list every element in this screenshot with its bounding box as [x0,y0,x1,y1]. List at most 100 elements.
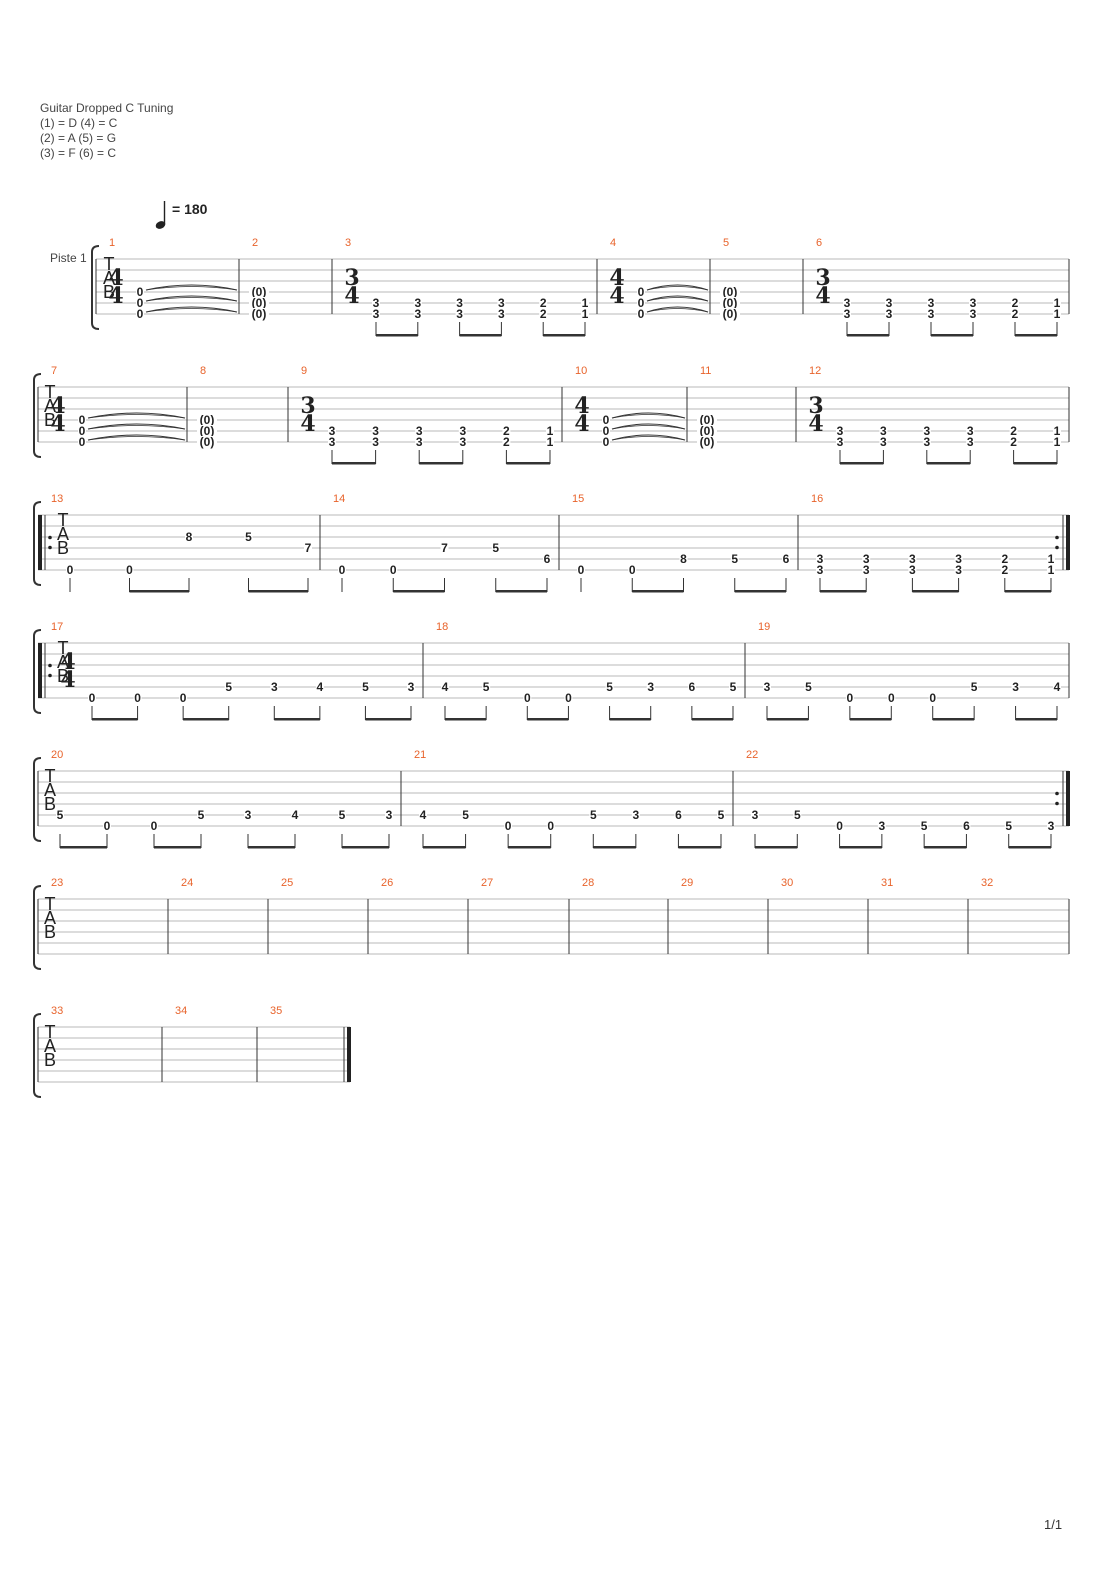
time-signature-numerator: 4 [574,393,589,419]
time-signature-denominator: 4 [344,283,359,309]
tempo-marking: = 180 [154,198,234,232]
fret-number: 1 [1054,307,1061,321]
fret-number: 3 [967,424,974,438]
fret-number: 3 [880,435,887,449]
fret-mask [372,297,380,309]
fret-number: 3 [764,680,771,694]
time-signature-denominator: 4 [609,283,624,309]
fret-mask [372,308,380,320]
tie-arc [145,306,238,313]
measure-number: 21 [414,749,426,761]
measure: 26 [381,877,393,889]
fret-mask [88,692,96,704]
tie-arc [145,297,238,302]
tie-arc [611,434,686,441]
beam [1004,590,1051,593]
fret-number: 6 [689,680,696,694]
fret-number: 0 [67,563,74,577]
tie-arc [145,286,238,291]
fret-mask [697,425,717,437]
measure-number: 3 [345,237,351,249]
fret-mask [455,297,464,309]
fret-mask [136,297,144,309]
fret-mask [928,692,937,704]
fret-number: 0 [578,563,585,577]
fret-number: (0) [723,285,738,299]
fret-mask [244,809,252,821]
fret-mask [637,286,645,298]
tuning-line-2: (2) = A (5) = G [40,131,117,145]
fret-mask [328,436,336,448]
beam [445,718,487,721]
beam [527,718,569,721]
fret-mask [1009,436,1018,448]
fret-number: 5 [718,808,725,822]
tab-clef-letter: B [44,922,56,942]
quarter-note-icon [155,201,166,229]
fret-number: 7 [305,541,312,555]
fret-number: 3 [923,435,930,449]
fret-number: 3 [456,296,463,310]
measure-number: 33 [51,1005,63,1017]
fret-number: (0) [252,296,267,310]
fret-mask [371,436,380,448]
measure-number: 25 [281,877,293,889]
tie-arc [646,306,709,313]
fret-number: 0 [524,691,531,705]
fret-mask [523,692,532,704]
fret-number: (0) [700,424,715,438]
measure-number: 19 [758,621,770,633]
measure: 2(0)(0)(0) [249,237,269,321]
measure-number: 22 [746,749,758,761]
fret-mask [543,553,551,565]
beam [419,462,463,465]
fret-number: 1 [1048,563,1055,577]
fret-number: 0 [339,563,346,577]
beam [1008,846,1051,849]
fret-mask [908,564,917,576]
fret-number: 3 [459,435,466,449]
time-signature-denominator: 4 [574,411,589,437]
measure-number: 23 [51,877,63,889]
time-signature-numerator: 3 [344,265,359,291]
fret-number: 3 [837,435,844,449]
fret-mask [461,809,470,821]
fret-mask [966,436,975,448]
tab-clef-letter: A [44,396,56,416]
fret-mask [133,692,142,704]
fret-number: 3 [386,808,393,822]
staff-bracket [33,885,42,970]
fret-number: 0 [89,691,96,705]
time-signature-numerator: 4 [108,265,123,291]
fret-mask [385,809,393,821]
measure: 33 [51,1005,63,1017]
fret-mask [491,542,500,554]
fret-mask [291,809,299,821]
beam [543,334,585,337]
fret-number: 5 [225,680,232,694]
fret-number: 0 [638,307,645,321]
fret-number: 5 [971,680,978,694]
time-signature-numerator: 3 [808,393,823,419]
fret-mask [730,553,739,565]
staff-bracket [33,1013,42,1098]
fret-number: (0) [200,435,215,449]
fret-mask [720,308,740,320]
beam [849,718,892,721]
fret-mask [954,564,963,576]
fret-number: 3 [416,424,423,438]
tie-arc [611,423,686,430]
fret-mask [1011,308,1019,320]
fret-mask [835,820,844,832]
fret-number: 1 [582,296,589,310]
fret-number: (0) [700,435,715,449]
fret-number: 0 [390,563,397,577]
fret-mask [927,297,935,309]
fret-number: 5 [731,552,738,566]
fret-number: 3 [844,307,851,321]
fret-mask [1053,308,1061,320]
beam [931,334,973,337]
fret-number: 0 [134,691,141,705]
beam [767,718,809,721]
